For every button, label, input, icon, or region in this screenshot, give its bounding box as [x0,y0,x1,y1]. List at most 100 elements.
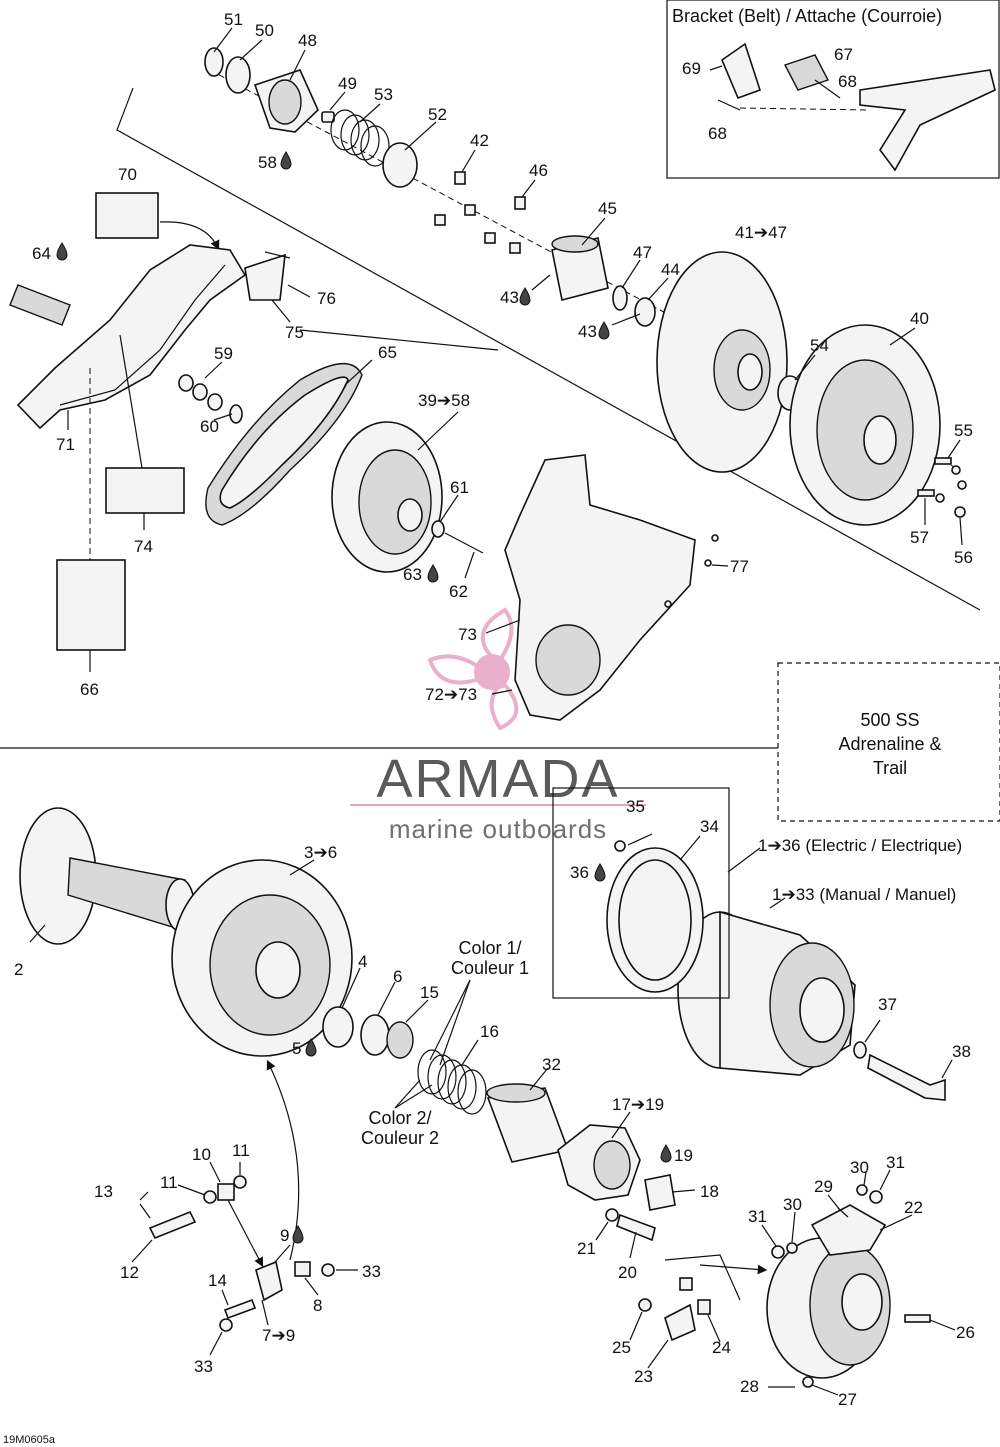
callout-45: 45 [598,199,617,218]
oil-drop-icon [427,564,439,583]
part-66-decal [56,559,126,651]
part-6-ring [360,1014,390,1056]
part-41-bore [737,353,763,391]
callout-49: 49 [338,74,357,93]
part-screw-a [434,214,446,226]
callout-17-19: 17➔19 [612,1095,664,1114]
part-70-decal [95,192,159,239]
callout-44: 44 [661,260,680,279]
part-screw-b [464,204,476,216]
callout-9: 9 [280,1226,289,1245]
part-nut-c [935,493,945,503]
oil-drop-icon [56,242,68,261]
callout-56: 56 [954,548,973,567]
callout-77: 77 [730,557,749,576]
callout-29: 29 [814,1177,833,1196]
lower-assembly [19,787,946,1388]
part-42-screw [454,171,466,185]
part-nut-b [957,480,967,490]
callout-16: 16 [480,1022,499,1041]
part-48-bore [268,79,302,125]
part-39-hub [397,498,423,532]
callout-69: 69 [682,59,701,78]
part-47-clip [612,285,628,311]
callout-33-a: 33 [362,1262,381,1281]
part-51-ring [204,47,224,77]
part-61-washer [431,520,445,538]
callout-30-a: 30 [850,1158,869,1177]
part-72-opening [535,624,601,696]
ring-gear-box [552,787,730,999]
callout-50: 50 [255,21,274,40]
kit-label-electric: 1➔36 (Electric / Electrique) [758,836,962,855]
callout-2: 2 [14,960,23,979]
callout-31-a: 31 [886,1153,905,1172]
callout-67: 67 [834,45,853,64]
callout-19: 19 [674,1146,693,1165]
callout-26: 26 [956,1323,975,1342]
callout-52: 52 [428,105,447,124]
callout-64: 64 [32,244,51,263]
callout-8: 8 [313,1296,322,1315]
model-box [777,662,1000,822]
part-33-nut-a [321,1263,335,1277]
callout-72-73: 72➔73 [425,685,477,704]
part-64-spring [9,284,71,326]
callout-5: 5 [292,1039,301,1058]
color1-label-line2: Couleur 1 [451,958,529,978]
callout-20: 20 [618,1263,637,1282]
part-46-screw [514,196,526,210]
model-line3: Trail [873,758,907,778]
part-10-roller [217,1183,235,1201]
callout-61: 61 [450,478,469,497]
oil-drop-icon [519,287,531,306]
part-29-arm [810,1204,887,1256]
part-25-screw [638,1298,652,1312]
part-screw-d [509,242,521,254]
callout-35: 35 [626,797,645,816]
callout-55: 55 [954,421,973,440]
part-27-nut [802,1376,814,1388]
upper-assembly: Bracket (Belt) / Attache (Courroie) [9,0,1000,731]
part-62-bolt [444,532,484,554]
watermark-propeller-icon [427,607,519,731]
oil-drop-icon [305,1038,317,1057]
part-12-pin [148,1210,197,1240]
part-8-bushing [294,1261,311,1277]
part-59-spacer-c [207,393,223,411]
callout-13: 13 [94,1182,113,1201]
callout-37: 37 [878,995,897,1014]
part-35-bolt [614,840,626,852]
callout-36: 36 [570,863,589,882]
callout-32: 32 [542,1055,561,1074]
part-38-bolt [867,1053,946,1101]
callout-65: 65 [378,343,397,362]
callout-42: 42 [470,131,489,150]
callout-43-a: 43 [500,288,519,307]
callout-62: 62 [449,582,468,601]
callout-73: 73 [458,625,477,644]
callout-6: 6 [393,967,402,986]
callout-74: 74 [134,537,153,556]
diagram-code: 19M0605a [3,1434,56,1446]
part-15-washer [386,1021,414,1059]
callout-48: 48 [298,31,317,50]
part-53-spring [330,109,390,167]
oil-drop-icon [280,151,292,170]
callout-22: 22 [904,1198,923,1217]
part-16-spring [417,1049,487,1115]
callout-21: 21 [577,1239,596,1258]
callout-43-b: 43 [578,322,597,341]
oil-drop-icon [594,863,606,882]
part-11-bushing-a [203,1190,217,1204]
model-line1: 500 SS [860,710,919,730]
part-20-bolt [616,1213,656,1242]
callout-23: 23 [634,1367,653,1386]
part-74-decal [105,467,185,514]
callout-11-b: 11 [160,1173,178,1192]
part-11-bushing-b [233,1175,247,1189]
part-24-pin [697,1299,711,1315]
callout-34: 34 [700,817,719,836]
callout-7-9: 7➔9 [262,1326,295,1345]
callout-75: 75 [285,323,304,342]
